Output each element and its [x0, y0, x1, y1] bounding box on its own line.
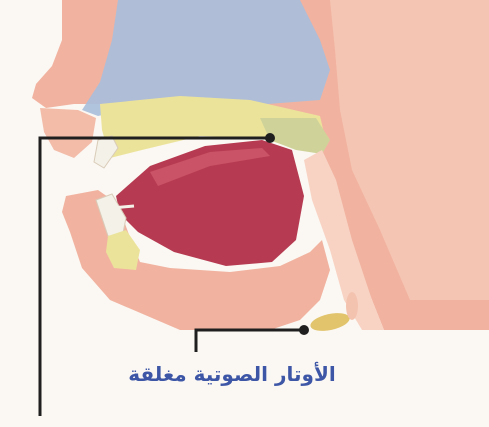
vocal-cords-closed-label: الأوتار الصوتية مغلقة	[108, 362, 356, 386]
upper-tooth	[94, 136, 118, 168]
epiglottis	[346, 292, 358, 320]
vocal-cords-marker-dot	[299, 325, 309, 335]
tongue-tip-line	[112, 206, 134, 208]
vocal-cords-leader-line	[196, 330, 304, 352]
vocal-cords	[309, 310, 351, 334]
upper-lip	[40, 108, 96, 158]
velum-marker-dot	[265, 133, 275, 143]
